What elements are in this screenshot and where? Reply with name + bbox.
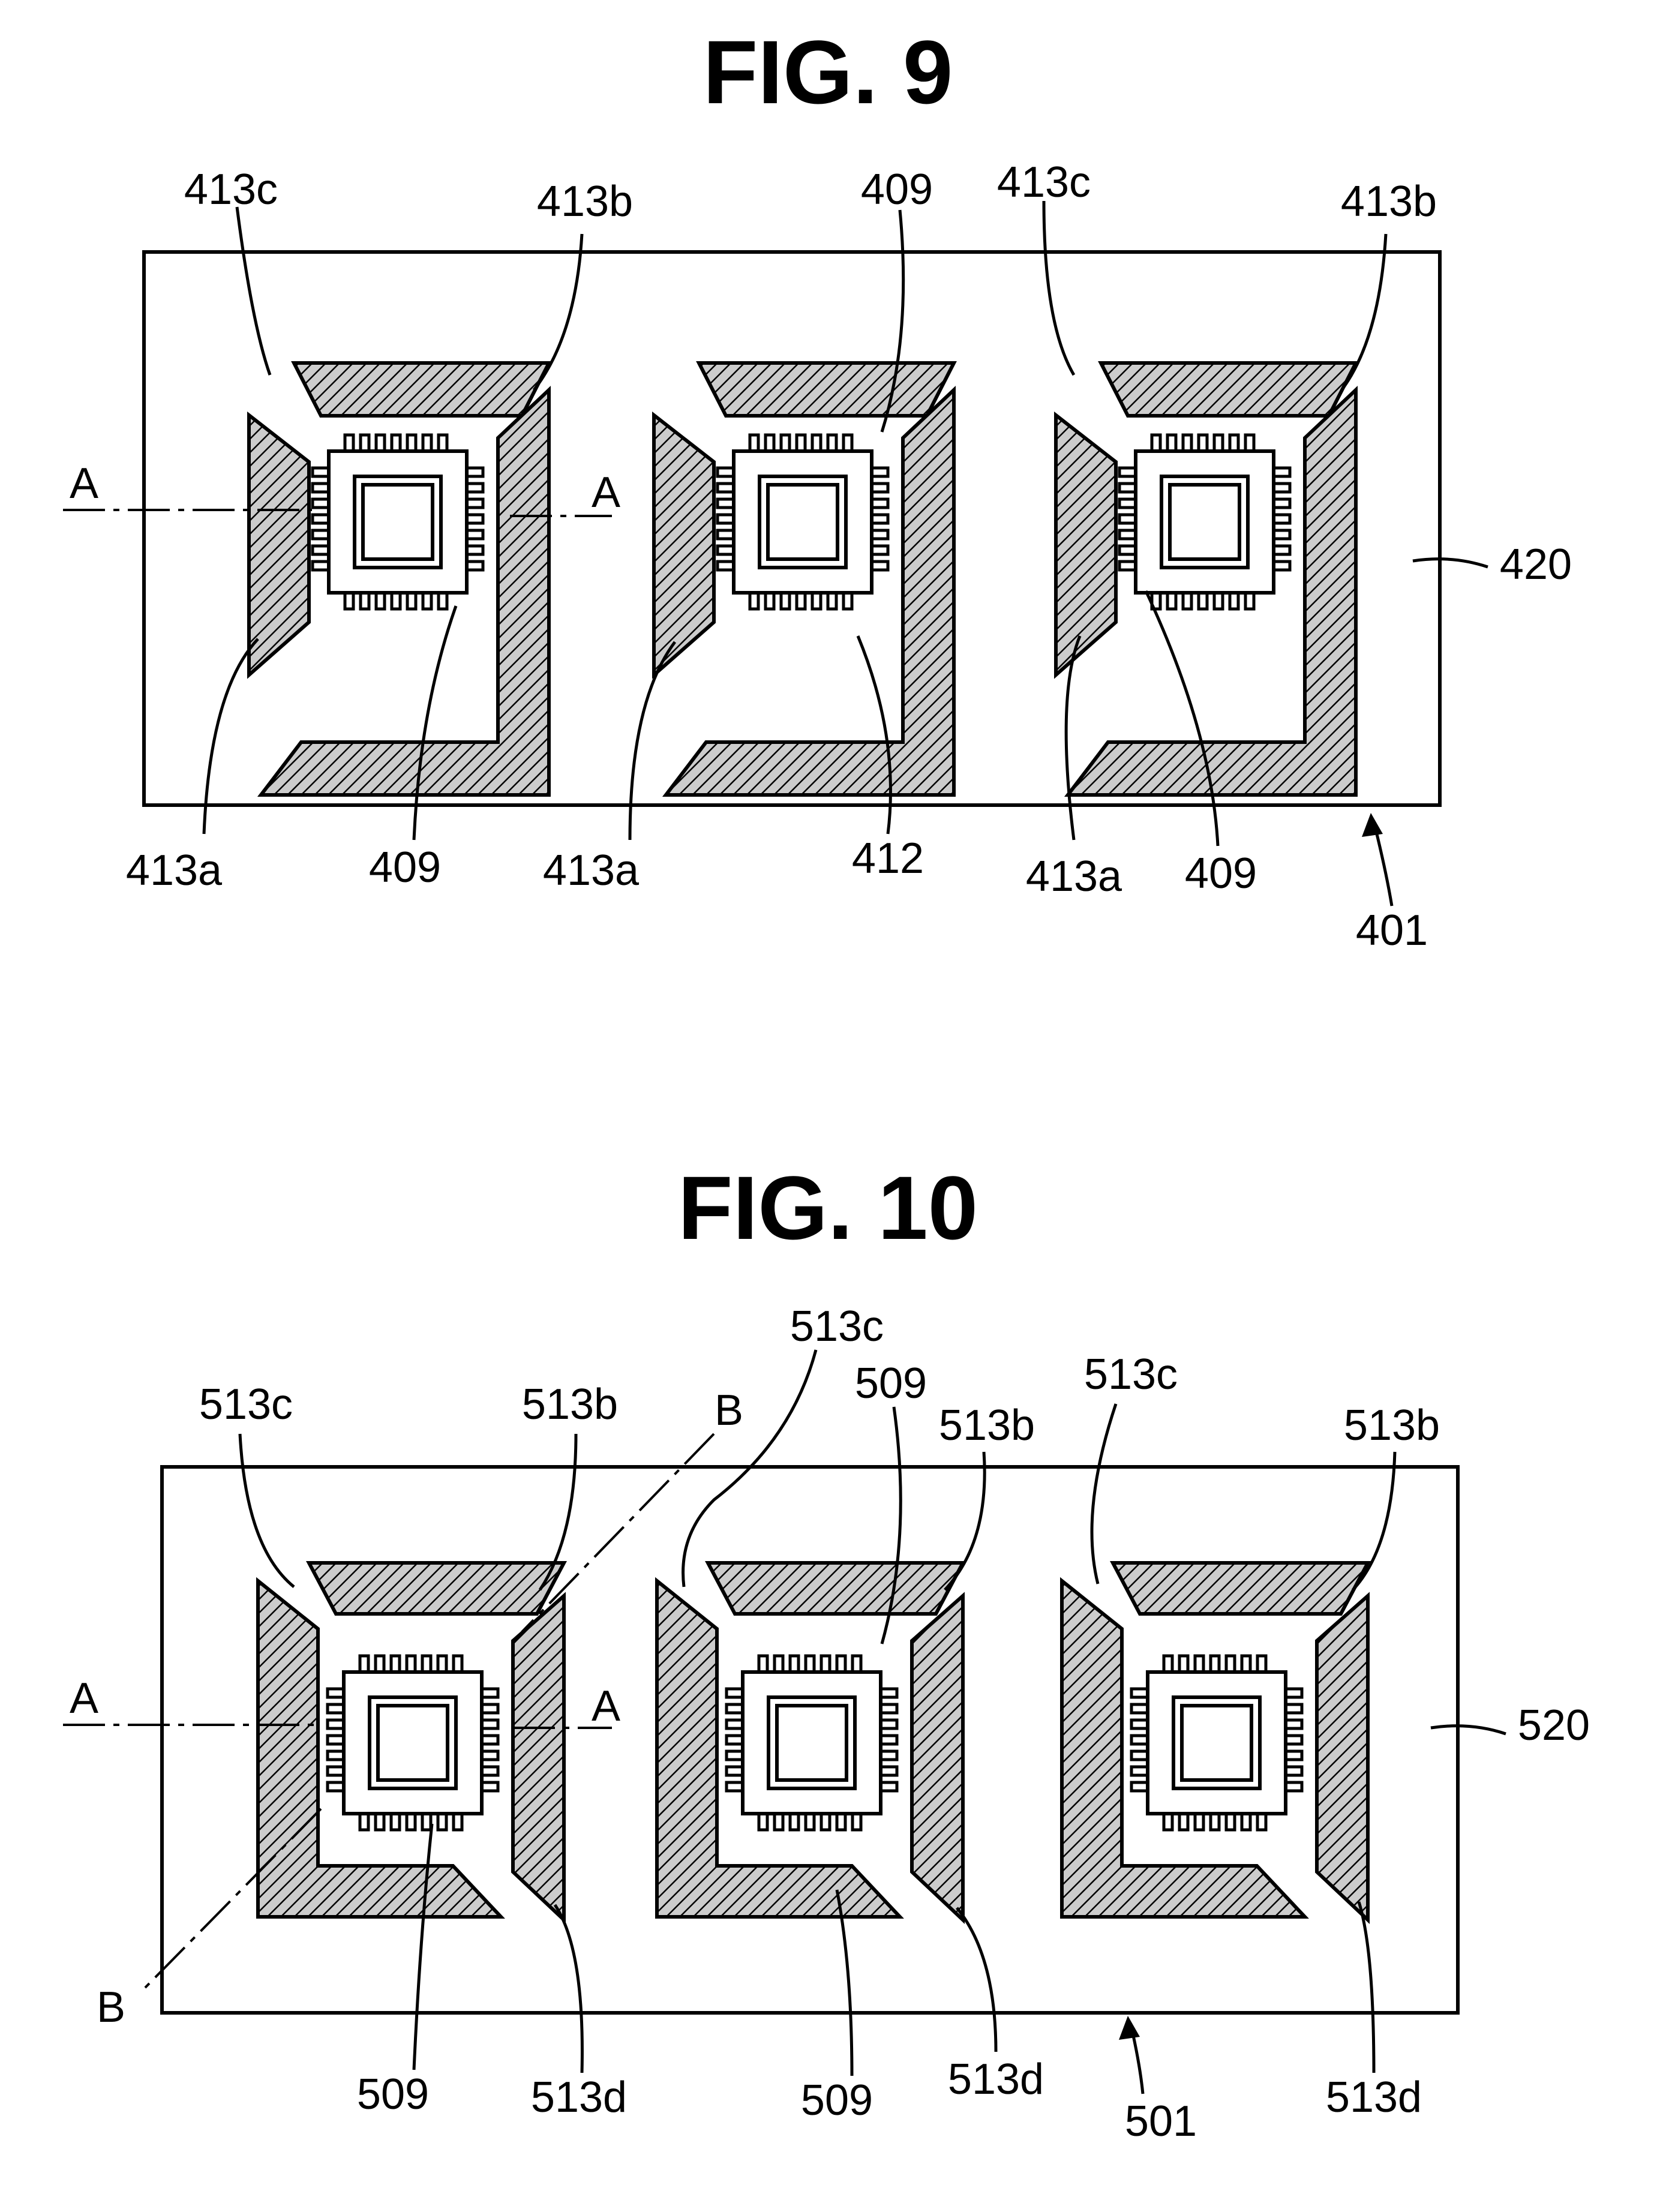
leader-413c-2	[1042, 200, 1076, 376]
substrate-frame-fig9	[142, 250, 1442, 807]
label-409-top: 409	[861, 166, 933, 214]
leader-513d-2	[956, 1907, 998, 2052]
arrow-401	[1362, 813, 1383, 837]
fig9-title: FIG. 9	[703, 22, 953, 122]
label-513b-2: 513b	[939, 1401, 1035, 1449]
section-line-b-upper	[521, 1433, 715, 1633]
label-501: 501	[1125, 2097, 1197, 2145]
label-413a-3: 413a	[1026, 853, 1122, 901]
label-513b-1: 513b	[522, 1380, 618, 1428]
leader-513c-1	[238, 1433, 295, 1588]
label-b-bottom: B	[97, 1983, 125, 2031]
label-513d-1: 513d	[531, 2073, 627, 2121]
leader-509-b1	[412, 1823, 434, 2070]
figure-10: FIG. 10 513c 513c 513b B 509 513b 513	[63, 1157, 1590, 2145]
leader-509-top	[880, 1406, 902, 1644]
label-a-left-fig9: A	[70, 460, 98, 508]
leader-513b-2	[944, 1451, 986, 1591]
label-a-left-fig10: A	[70, 1674, 98, 1722]
leader-513c-mid	[682, 1349, 818, 1587]
leader-513c-3	[1090, 1403, 1118, 1584]
chip-unit-3-fig9	[1056, 363, 1356, 795]
leader-513b-1	[538, 1433, 578, 1591]
label-a-right-fig9: A	[592, 469, 620, 517]
chip-unit-1-fig9	[249, 363, 549, 795]
arrow-501	[1119, 2016, 1140, 2040]
label-513b-3: 513b	[1344, 1401, 1440, 1449]
label-413b-2: 413b	[1341, 178, 1437, 226]
leader-409-b3	[1144, 590, 1220, 847]
figure-9: FIG. 9 413c 413b 409 413c 413b A A 420 4…	[63, 22, 1572, 955]
label-413a-2: 413a	[543, 847, 640, 895]
chip-unit-3-fig10	[1062, 1563, 1368, 1920]
leader-412	[856, 635, 892, 835]
leader-413b-1	[533, 233, 584, 391]
label-509-b2: 509	[801, 2076, 873, 2124]
chip-unit-2-fig9	[654, 363, 954, 795]
leader-513b-3	[1352, 1451, 1397, 1591]
label-509-b1: 509	[357, 2070, 429, 2118]
substrate-frame-fig10	[160, 1465, 1460, 2015]
chip-unit-1-fig10	[258, 1563, 564, 1920]
leader-413c-1	[235, 206, 272, 376]
label-513d-2: 513d	[948, 2055, 1044, 2103]
leader-409-b1	[412, 605, 458, 841]
label-401: 401	[1356, 907, 1428, 955]
label-509-top: 509	[855, 1359, 927, 1407]
label-a-right-fig10: A	[592, 1682, 620, 1730]
label-413a-1: 413a	[126, 847, 223, 895]
label-412: 412	[852, 835, 924, 883]
label-420: 420	[1500, 541, 1572, 589]
chip-unit-2-fig10	[657, 1563, 963, 1920]
leader-413a-1	[202, 638, 259, 835]
label-b-top: B	[715, 1386, 743, 1434]
label-409-b3: 409	[1185, 850, 1257, 898]
label-413c-1: 413c	[184, 166, 278, 214]
leader-513d-3	[1357, 1901, 1376, 2073]
leader-409-top	[880, 209, 905, 433]
leader-413b-2	[1342, 233, 1388, 388]
leader-413a-2	[628, 641, 677, 841]
label-513c-3: 513c	[1084, 1350, 1178, 1398]
leader-509-b2	[835, 1889, 854, 2076]
section-line-b-lower	[143, 1808, 322, 1990]
leader-520	[1430, 1724, 1506, 1736]
label-513d-3: 513d	[1326, 2073, 1422, 2121]
label-513c-1: 513c	[199, 1380, 293, 1428]
label-513c-mid: 513c	[790, 1302, 884, 1350]
leader-513d-1	[553, 1904, 584, 2073]
label-413b-1: 413b	[537, 178, 633, 226]
label-409-b1: 409	[369, 844, 441, 892]
label-413c-2: 413c	[997, 158, 1091, 206]
leader-413a-3	[1064, 635, 1082, 841]
fig10-title: FIG. 10	[678, 1157, 978, 1258]
label-520: 520	[1518, 1701, 1590, 1749]
leader-420	[1412, 557, 1488, 569]
